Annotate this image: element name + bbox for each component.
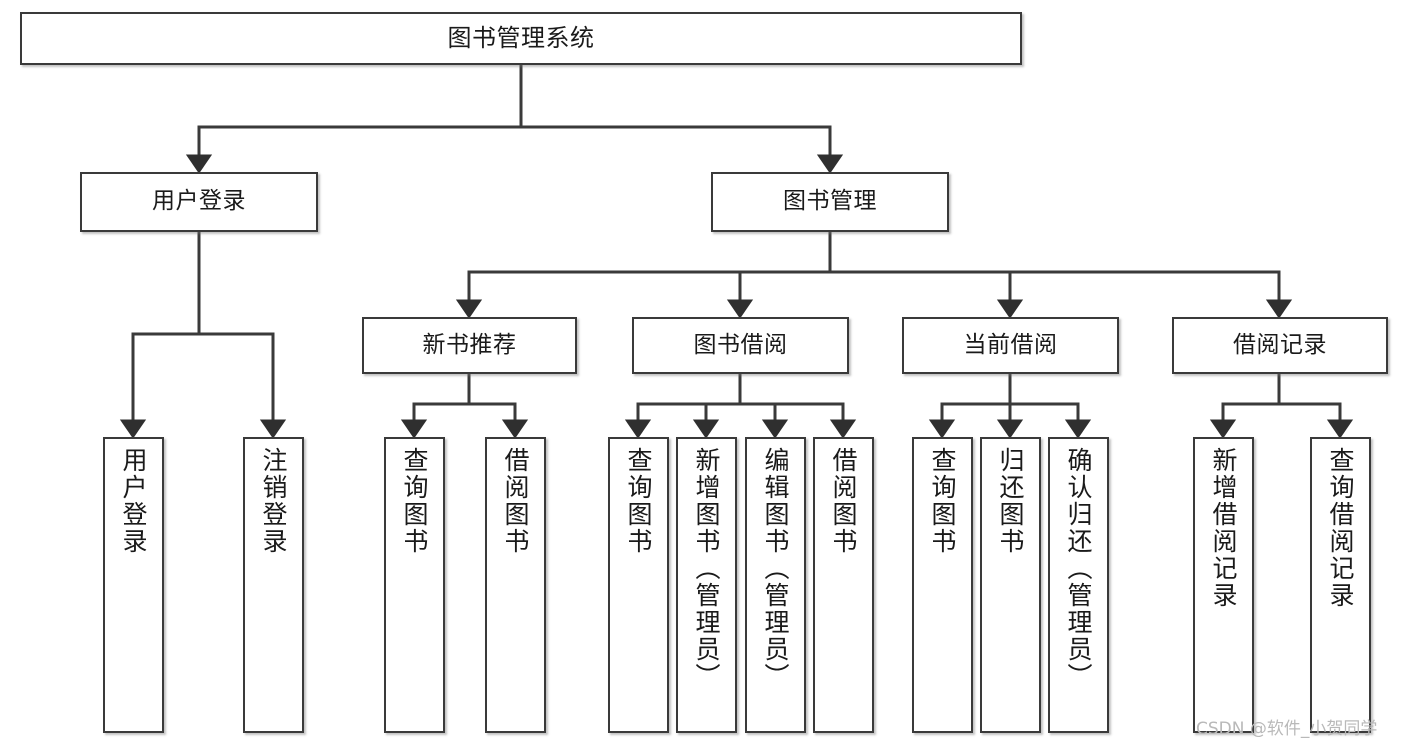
node-leaf-query-book-borrow[interactable]: 查询图书 (608, 437, 669, 733)
edges-root-to-level1 (185, 63, 844, 174)
node-book-borrow[interactable]: 图书借阅 (632, 317, 849, 374)
edges-borrow-record-to-leaves (1209, 372, 1354, 439)
node-label: 图书管理系统 (447, 24, 595, 53)
edges-user-login-to-leaves (119, 230, 287, 439)
node-label: 图书借阅 (693, 331, 788, 358)
node-label: 用户登录 (119, 447, 148, 555)
node-label: 查询图书 (624, 447, 653, 555)
node-borrow-record[interactable]: 借阅记录 (1172, 317, 1388, 374)
node-leaf-query-book-recommend[interactable]: 查询图书 (384, 437, 445, 733)
node-label: 借阅图书 (829, 447, 858, 555)
node-label: 图书管理 (783, 188, 877, 215)
node-leaf-query-book-current[interactable]: 查询图书 (912, 437, 973, 733)
edges-book-borrow-to-leaves (624, 372, 857, 439)
node-label: 新增借阅记录 (1209, 447, 1238, 609)
node-leaf-confirm-return-admin[interactable]: 确认归还（管理员） (1048, 437, 1109, 733)
node-label: 借阅图书 (501, 447, 530, 555)
node-label: 确认归还（管理员） (1064, 447, 1093, 690)
node-user-login[interactable]: 用户登录 (80, 172, 318, 232)
node-label: 查询图书 (400, 447, 429, 555)
node-label: 注销登录 (259, 447, 288, 555)
node-leaf-edit-book-admin[interactable]: 编辑图书（管理员） (745, 437, 806, 733)
node-label: 新增图书（管理员） (692, 447, 721, 690)
edges-new-book-recommend-to-leaves (400, 372, 529, 439)
node-label: 当前借阅 (963, 331, 1058, 358)
node-leaf-borrow-book[interactable]: 借阅图书 (813, 437, 874, 733)
node-leaf-add-borrow-record[interactable]: 新增借阅记录 (1193, 437, 1254, 733)
node-leaf-user-login[interactable]: 用户登录 (103, 437, 164, 733)
node-current-borrow[interactable]: 当前借阅 (902, 317, 1119, 374)
edges-book-manage-to-level2 (455, 230, 1293, 319)
node-root-system[interactable]: 图书管理系统 (20, 12, 1022, 65)
node-leaf-logout-login[interactable]: 注销登录 (243, 437, 304, 733)
node-book-manage[interactable]: 图书管理 (711, 172, 949, 232)
edges-current-borrow-to-leaves (928, 372, 1092, 439)
node-new-book-recommend[interactable]: 新书推荐 (362, 317, 577, 374)
node-label: 归还图书 (996, 447, 1025, 555)
node-label: 新书推荐 (422, 331, 517, 358)
node-leaf-borrow-book-recommend[interactable]: 借阅图书 (485, 437, 546, 733)
node-label: 借阅记录 (1233, 331, 1327, 358)
node-label: 查询图书 (928, 447, 957, 555)
node-leaf-return-book[interactable]: 归还图书 (980, 437, 1041, 733)
node-label: 编辑图书（管理员） (761, 447, 790, 690)
node-label: 查询借阅记录 (1326, 447, 1355, 609)
node-leaf-add-book-admin[interactable]: 新增图书（管理员） (676, 437, 737, 733)
node-label: 用户登录 (152, 188, 246, 215)
node-leaf-query-borrow-record[interactable]: 查询借阅记录 (1310, 437, 1371, 733)
